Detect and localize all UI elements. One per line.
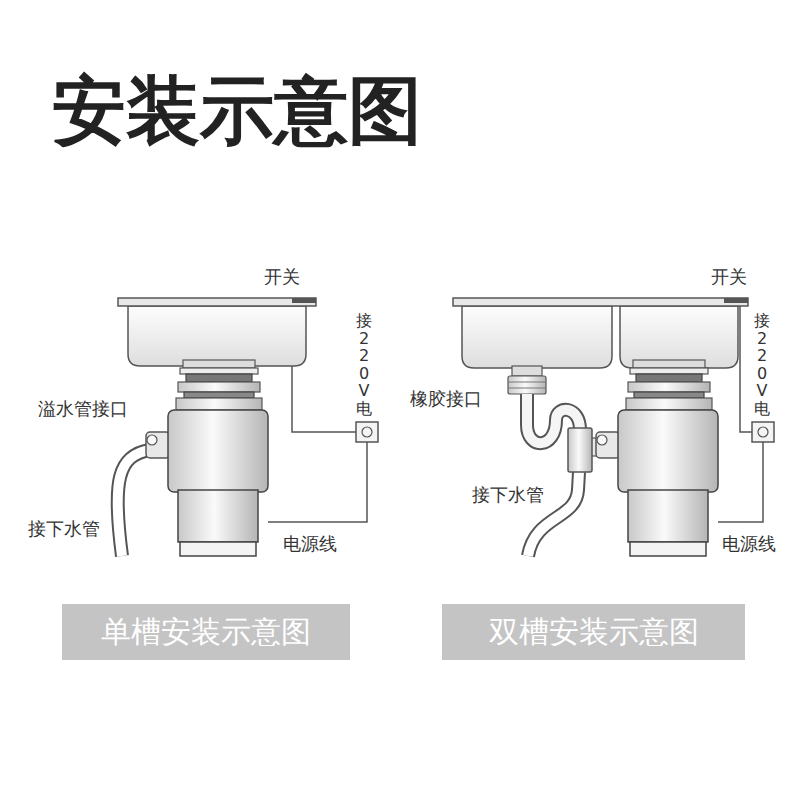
rubber-connector-label: 橡胶接口 (410, 388, 482, 410)
switch-label: 开关 (711, 266, 747, 288)
drain-pipe-label: 接下水管 (28, 518, 100, 540)
power-supply-label: 接220V电 (754, 312, 770, 418)
caption-band: 单槽安装示意图 (62, 604, 350, 660)
page-title: 安装示意图 (52, 70, 422, 151)
caption-text: 双槽安装示意图 (489, 612, 699, 653)
caption-band: 双槽安装示意图 (442, 604, 745, 660)
power-cord-label: 电源线 (283, 533, 337, 555)
drain-pipe-label: 接下水管 (472, 484, 544, 506)
power-cord-label: 电源线 (722, 533, 776, 555)
caption-text: 单槽安装示意图 (101, 612, 311, 653)
switch-label: 开关 (264, 266, 300, 288)
power-supply-label: 接220V电 (356, 312, 372, 418)
overflow-inlet-label: 溢水管接口 (38, 398, 128, 420)
